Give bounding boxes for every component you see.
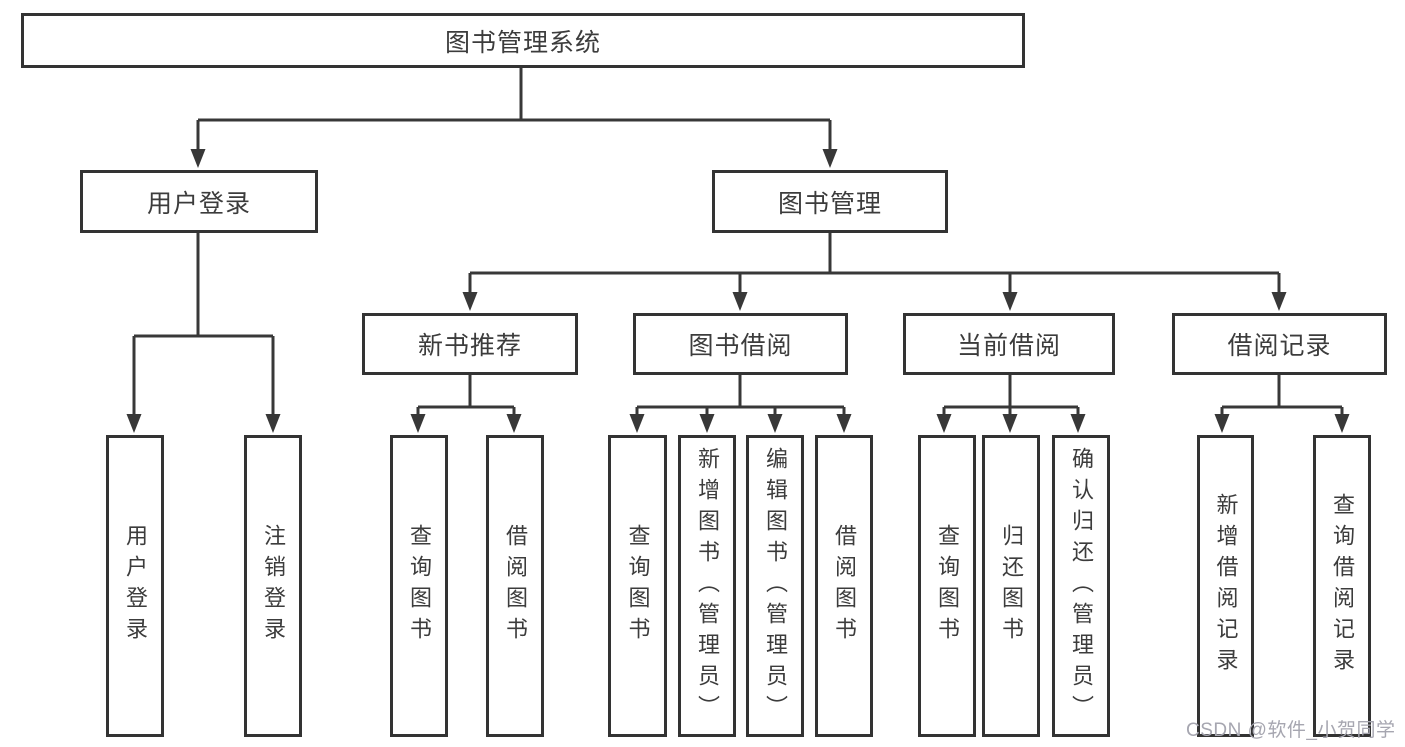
leaf-borrowing-query-books-label: 查询图书 [625,524,651,648]
node-book-borrowing: 图书借阅 [633,313,848,375]
leaf-recommend-borrow-books: 借阅图书 [486,435,544,737]
leaf-borrowing-query-books: 查询图书 [608,435,667,737]
leaf-logout-label: 注销登录 [261,524,286,648]
node-current-borrowing: 当前借阅 [903,313,1115,375]
leaf-records-query-record: 查询借阅记录 [1313,435,1371,737]
leaf-records-query-record-label: 查询借阅记录 [1330,493,1355,679]
leaf-recommend-query-books: 查询图书 [390,435,448,737]
leaf-borrowing-add-books-admin: 新增图书（管理员） [678,435,736,737]
leaf-borrowing-edit-books-admin: 编辑图书（管理员） [746,435,804,737]
leaf-current-query-books: 查询图书 [918,435,976,737]
leaf-records-add-record: 新增借阅记录 [1197,435,1254,737]
leaf-user-login: 用户登录 [106,435,164,737]
leaf-current-confirm-return-admin-label: 确认归还（管理员） [1069,446,1094,726]
arrowheads [126,149,1350,433]
leaf-current-return-books-label: 归还图书 [999,524,1024,648]
leaf-recommend-query-books-label: 查询图书 [407,524,432,648]
leaf-records-add-record-label: 新增借阅记录 [1213,493,1239,679]
watermark: CSDN @软件_小贺同学 [1186,720,1396,741]
leaf-current-query-books-label: 查询图书 [935,524,960,648]
leaf-user-login-label: 用户登录 [123,524,148,648]
leaf-borrowing-borrow-books-label: 借阅图书 [832,524,857,648]
leaf-logout: 注销登录 [244,435,302,737]
leaf-borrowing-borrow-books: 借阅图书 [815,435,873,737]
node-borrowing-records: 借阅记录 [1172,313,1387,375]
leaf-current-return-books: 归还图书 [982,435,1040,737]
node-new-book-recommend: 新书推荐 [362,313,578,375]
node-book-management-branch: 图书管理 [712,170,948,233]
leaf-recommend-borrow-books-label: 借阅图书 [503,524,528,648]
leaf-borrowing-edit-books-admin-label: 编辑图书（管理员） [763,446,788,726]
node-root-library-management-system: 图书管理系统 [21,13,1025,68]
leaf-current-confirm-return-admin: 确认归还（管理员） [1052,435,1110,737]
leaf-borrowing-add-books-admin-label: 新增图书（管理员） [695,446,720,726]
node-user-login-branch: 用户登录 [80,170,318,233]
